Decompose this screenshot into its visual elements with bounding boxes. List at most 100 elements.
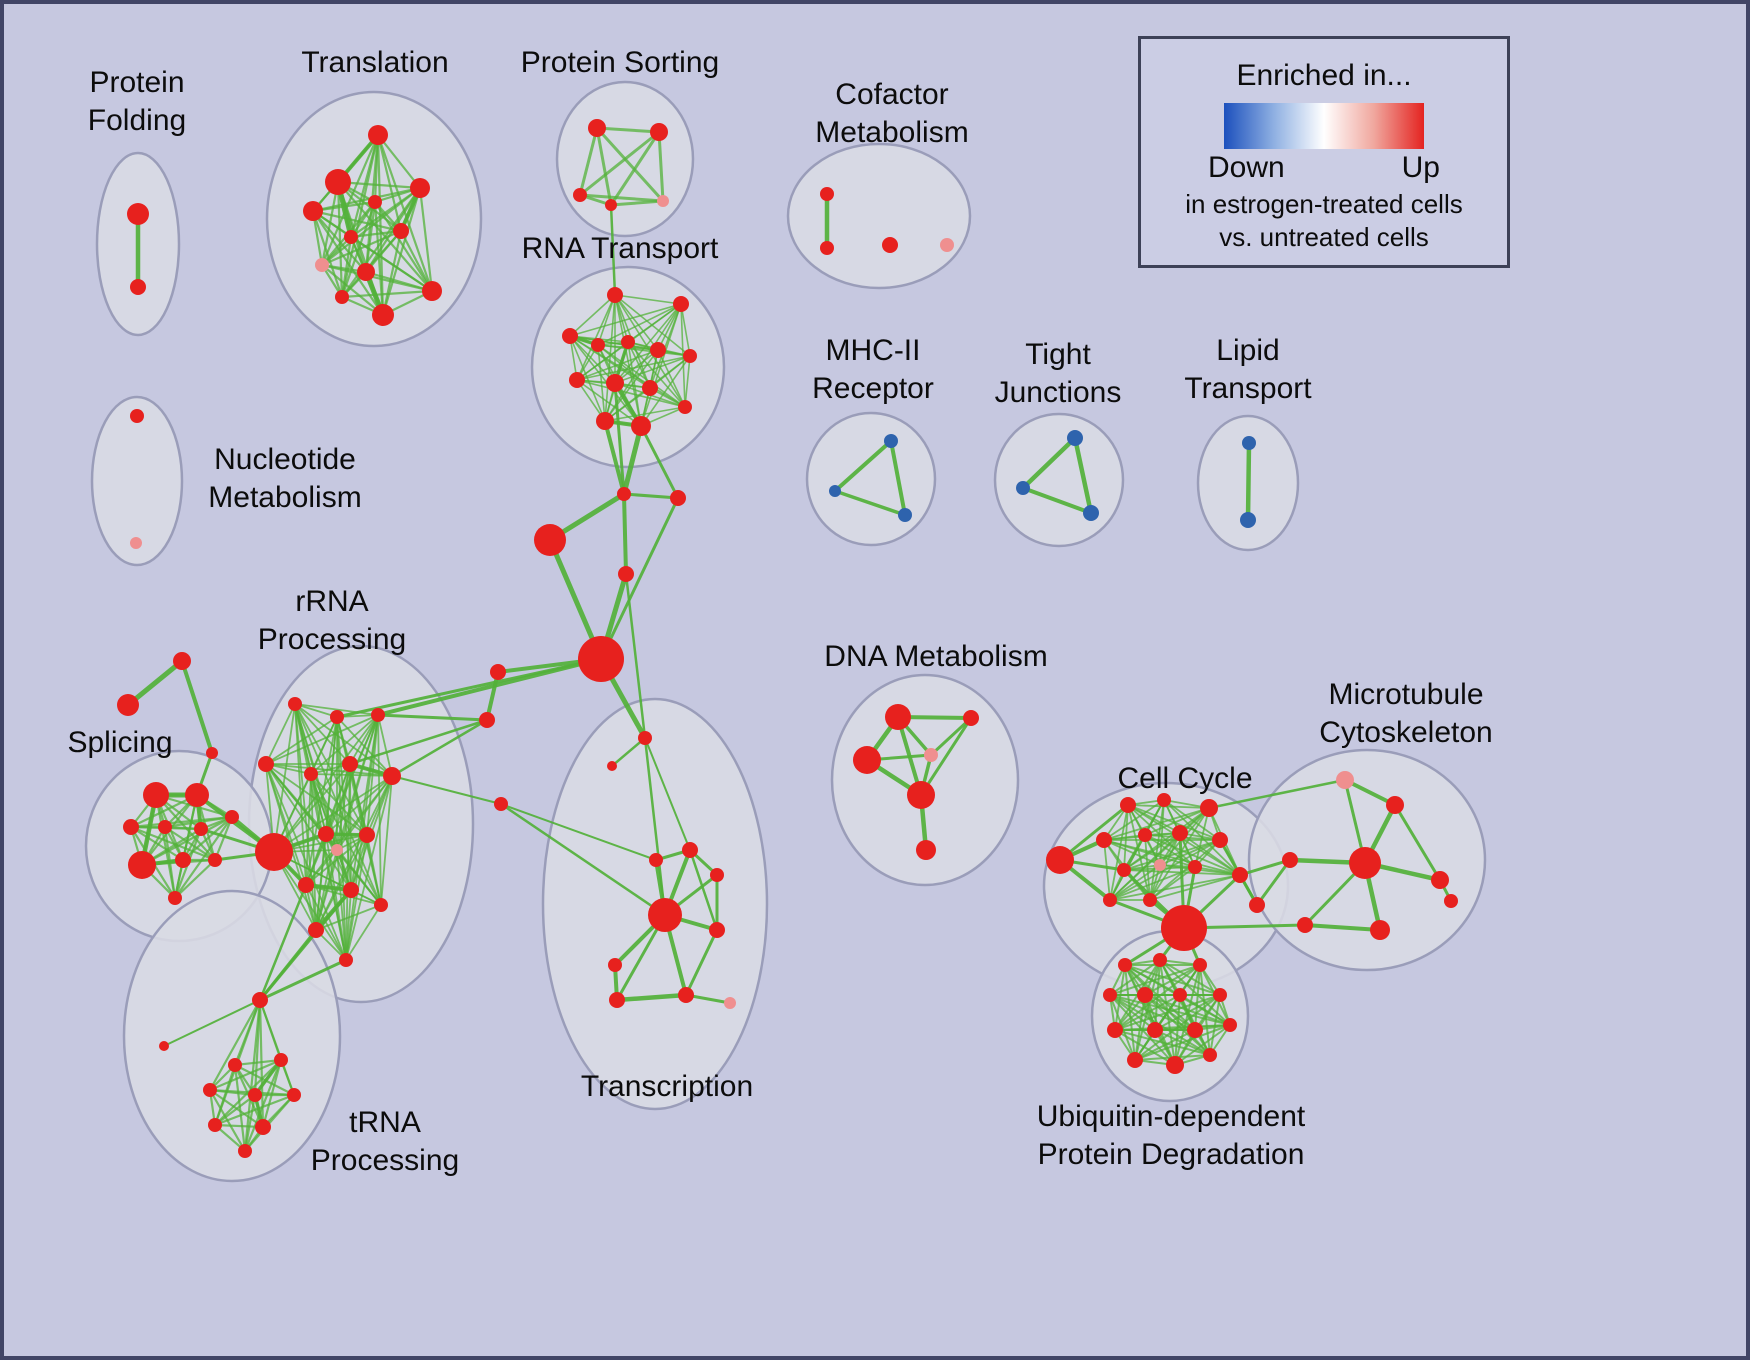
edge <box>569 294 616 337</box>
cluster-label-trna-processing-line2: Processing <box>311 1144 459 1177</box>
edge <box>380 775 393 906</box>
edge <box>610 736 647 768</box>
cluster-label-rrna-processing-line2: Processing <box>258 623 406 656</box>
edge <box>320 229 403 267</box>
gene-set-node-r13 <box>343 882 359 898</box>
edge <box>325 775 393 835</box>
gene-set-node-mc5 <box>1431 871 1449 889</box>
gene-set-node-rt13 <box>678 400 692 414</box>
gene-set-node-u3 <box>1193 958 1207 972</box>
edge <box>265 763 347 961</box>
edge <box>173 815 234 900</box>
gene-set-node-r6 <box>342 756 358 772</box>
edge <box>1159 959 1231 1026</box>
edge <box>305 834 368 886</box>
edge <box>597 344 691 357</box>
edge <box>345 904 382 961</box>
gene-set-node-d4 <box>924 748 938 762</box>
edge <box>373 200 434 293</box>
edge <box>348 718 489 766</box>
edge <box>364 200 377 274</box>
edge <box>377 714 393 777</box>
gene-set-node-ps4 <box>605 199 617 211</box>
edge <box>208 998 262 1092</box>
gene-set-node-s4 <box>158 820 172 834</box>
edge <box>376 713 489 722</box>
edge <box>1144 834 1196 868</box>
gene-set-node-c15 <box>1161 905 1207 951</box>
edge <box>340 289 434 299</box>
gene-set-node-d1 <box>885 704 911 730</box>
gene-set-node-m2 <box>829 485 841 497</box>
cluster-label-microtubule-cytoskeleton-line2: Cytoskeleton <box>1319 716 1492 749</box>
gene-set-node-s9 <box>208 853 222 867</box>
legend-up-label: Up <box>1401 151 1440 184</box>
edge <box>258 928 318 1002</box>
edge <box>273 775 393 853</box>
gene-set-node-x11 <box>724 997 736 1009</box>
gene-set-node-r8 <box>255 833 293 871</box>
gene-set-node-u7 <box>1213 988 1227 1002</box>
edge <box>644 737 691 851</box>
edge <box>1159 959 1221 996</box>
gene-set-node-x10 <box>609 992 625 1008</box>
legend-down-label: Down <box>1208 151 1285 184</box>
edge <box>1058 803 1130 862</box>
gene-set-node-u14 <box>1203 1048 1217 1062</box>
gene-set-node-f1 <box>173 652 191 670</box>
edge <box>576 341 629 381</box>
gene-set-node-u2 <box>1153 953 1167 967</box>
gene-set-node-d5 <box>907 781 935 809</box>
cluster-label-splicing-line1: Splicing <box>67 726 172 759</box>
cluster-label-rrna-processing-line1: rRNA <box>295 585 368 618</box>
edge <box>680 303 691 357</box>
edge <box>350 834 368 891</box>
gene-set-node-r12 <box>298 877 314 893</box>
gene-set-node-t2 <box>325 169 351 195</box>
edge <box>595 126 613 207</box>
gene-set-node-d3 <box>853 746 881 774</box>
edge <box>1245 440 1252 523</box>
edge <box>1207 778 1347 810</box>
gene-set-node-r15 <box>374 898 388 912</box>
edge <box>609 130 661 207</box>
gene-set-node-m1 <box>884 434 898 448</box>
edge <box>1109 839 1221 901</box>
gene-set-node-x3 <box>682 842 698 858</box>
cluster-label-nucleotide-metabolism-line1: Nucleotide <box>214 443 356 476</box>
edge <box>1303 923 1382 932</box>
edge <box>129 793 199 829</box>
edge <box>1134 1024 1231 1061</box>
edge <box>500 803 657 861</box>
edge <box>340 186 422 299</box>
gene-set-node-x6 <box>648 898 682 932</box>
edge <box>499 802 667 917</box>
edge <box>336 180 344 299</box>
gene-set-node-tr9 <box>238 1144 252 1158</box>
gene-set-node-c2 <box>1120 797 1136 813</box>
edge <box>624 572 647 740</box>
edge <box>657 130 665 203</box>
edge <box>1109 994 1156 1031</box>
edge <box>258 958 348 1002</box>
edge <box>129 825 185 862</box>
gene-set-node-rt10 <box>642 380 658 396</box>
edge <box>1114 964 1201 1031</box>
gene-set-node-c4 <box>1200 799 1218 817</box>
edge <box>614 349 659 384</box>
gene-set-node-m3 <box>898 508 912 522</box>
cluster-label-trna-processing-line1: tRNA <box>349 1106 421 1139</box>
edge <box>376 133 422 190</box>
cluster-label-cell-cycle-line1: Cell Cycle <box>1117 762 1252 795</box>
gene-set-node-t4 <box>410 178 430 198</box>
cluster-label-nucleotide-metabolism-line2: Metabolism <box>208 481 361 514</box>
gene-set-node-f3 <box>206 747 218 759</box>
legend-caption-line1: in estrogen-treated cells <box>1185 189 1463 219</box>
gene-set-node-c10 <box>1154 859 1166 871</box>
edge <box>1179 994 1231 1026</box>
edge <box>381 229 403 317</box>
gene-set-node-pf2 <box>130 279 146 295</box>
gene-set-node-d6 <box>916 840 936 860</box>
